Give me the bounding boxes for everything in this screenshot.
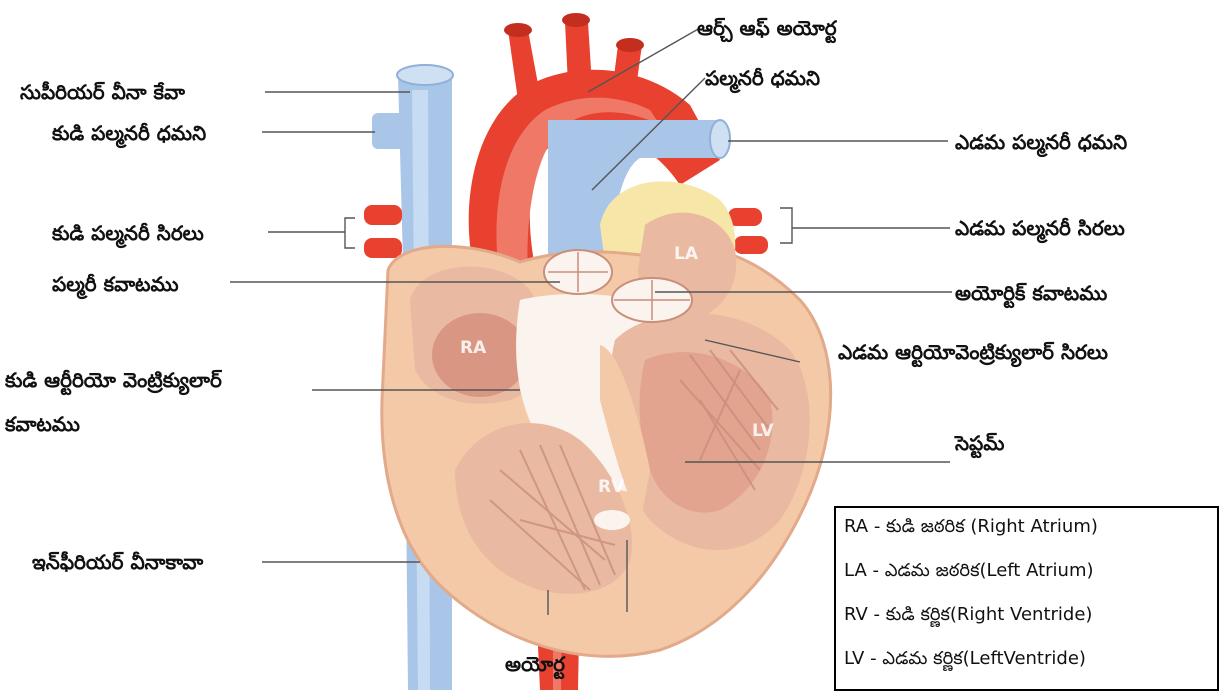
label-aortic-valve: అయోర్టిక్ కవాటము bbox=[955, 281, 1107, 305]
label-pulmonary-valve: పల్మరీ కవాటము bbox=[52, 272, 179, 296]
label-septum: సెప్టమ్ bbox=[955, 431, 1004, 455]
label-inferior-vena-cava: ఇన్‌ఫీరియర్ వీనాకావా bbox=[32, 550, 203, 574]
label-superior-vena-cava: సుపీరియర్ వీనా కేవా bbox=[20, 80, 185, 104]
label-left-pulmonary-artery: ఎడమ పల్మనరీ ధమని bbox=[955, 130, 1127, 154]
legend-item-rv: RV - కుడి కర్ణిక(Right Ventride) bbox=[844, 604, 1092, 629]
label-aorta: అయోర్ట bbox=[505, 652, 565, 676]
label-left-av-valve: ఎడమ ఆర్టియోవెంట్రిక్యులార్ సిరలు bbox=[838, 340, 1108, 364]
label-pulmonary-artery: పల్మనరీ ధమని bbox=[705, 66, 820, 90]
ra-tag: RA bbox=[460, 338, 487, 358]
legend-item-lv: LV - ఎడమ కర్ణిక(LeftVentride) bbox=[844, 648, 1086, 673]
label-right-av-valve-line2: కవాటము bbox=[5, 412, 80, 436]
label-arch-of-aorta: ఆర్చ్ ఆఫ్ అయోర్ట bbox=[697, 16, 837, 40]
legend-box: RA - కుడి జఠరిక (Right Atrium) LA - ఎడమ … bbox=[834, 506, 1219, 691]
right-pulmonary-artery-stub bbox=[372, 113, 406, 149]
label-right-pulmonary-artery: కుడి పల్మనరీ ధమని bbox=[52, 121, 206, 145]
legend-item-la: LA - ఎడమ జఠరిక(Left Atrium) bbox=[844, 560, 1094, 585]
label-right-av-valve-line1: కుడి ఆర్టీరియో వెంట్రిక్యులార్ bbox=[5, 368, 222, 392]
legend-item-ra: RA - కుడి జఠరిక (Right Atrium) bbox=[844, 516, 1098, 541]
label-right-pulmonary-veins: కుడి పల్మనరీ సిరలు bbox=[52, 221, 204, 245]
lv-tag: LV bbox=[752, 421, 774, 441]
la-tag: LA bbox=[674, 244, 699, 264]
label-left-pulmonary-veins: ఎడమ పల్మనరీ సిరలు bbox=[955, 216, 1125, 240]
rv-tag: RV bbox=[598, 477, 625, 497]
